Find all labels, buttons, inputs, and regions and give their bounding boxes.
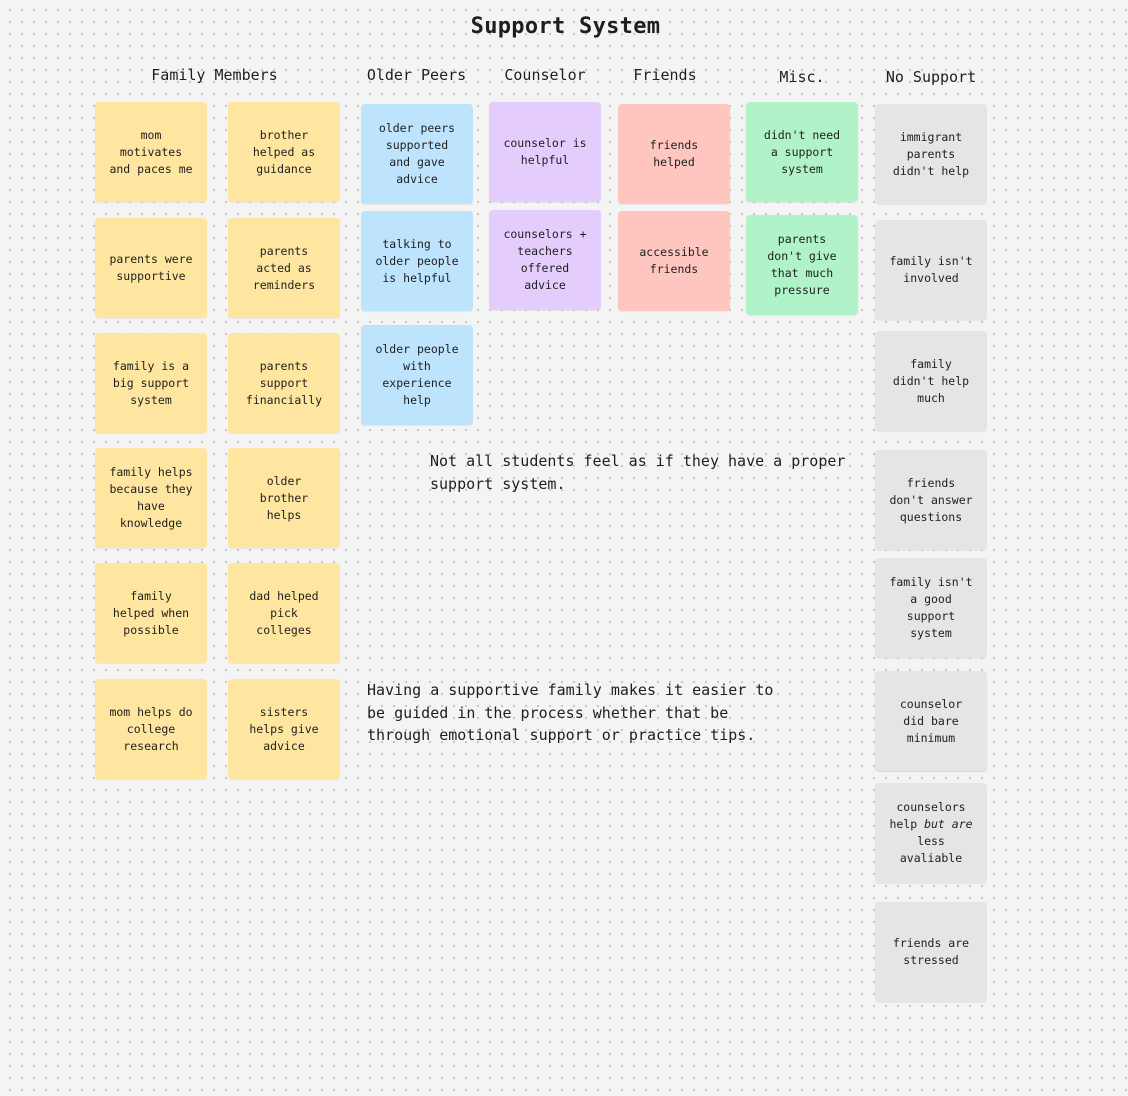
sticky-note-friends[interactable]: friends helped <box>618 104 730 204</box>
note-text-emphasis: but are <box>924 817 973 831</box>
sticky-note-older-peers[interactable]: older people with experience help <box>361 325 473 425</box>
board-title: Support System <box>470 14 661 39</box>
sticky-note-family[interactable]: mom motivates and paces me <box>95 102 207 202</box>
sticky-note-family[interactable]: older brother helps <box>228 448 340 548</box>
column-header-friends: Friends <box>633 66 697 84</box>
sticky-note-family[interactable]: mom helps do college research <box>95 679 207 779</box>
sticky-note-family[interactable]: family helped when possible <box>95 563 207 663</box>
sticky-note-no-support[interactable]: friends are stressed <box>875 902 987 1002</box>
sticky-note-no-support[interactable]: family didn't help much <box>875 331 987 431</box>
sticky-note-family[interactable]: sisters helps give advice <box>228 679 340 779</box>
sticky-note-no-support[interactable]: counselors help but are less avaliable <box>875 783 987 883</box>
sticky-note-family[interactable]: family is a big support system <box>95 333 207 433</box>
sticky-note-family[interactable]: parents were supportive <box>95 218 207 318</box>
sticky-note-misc[interactable]: didn't need a support system <box>746 102 858 202</box>
sticky-note-no-support[interactable]: friends don't answer questions <box>875 450 987 550</box>
sticky-note-older-peers[interactable]: talking to older people is helpful <box>361 211 473 311</box>
column-header-family-members: Family Members <box>151 66 278 84</box>
sticky-note-older-peers[interactable]: older peers supported and gave advice <box>361 104 473 204</box>
sticky-note-family[interactable]: brother helped as guidance <box>228 102 340 202</box>
column-header-older-peers: Older Peers <box>366 66 467 84</box>
note-text-part: counselors help <box>889 800 966 831</box>
column-header-misc: Misc. <box>779 68 825 86</box>
note-text-part: less avaliable <box>899 834 963 865</box>
sticky-note-no-support[interactable]: counselor did bare minimum <box>875 671 987 771</box>
sticky-note-family[interactable]: parents support financially <box>228 333 340 433</box>
sticky-note-counselor[interactable]: counselors + teachers offered advice <box>489 210 601 310</box>
sticky-note-no-support[interactable]: family isn't involved <box>875 220 987 320</box>
insight-text[interactable]: Not all students feel as if they have a … <box>430 452 846 493</box>
column-header-no-support: No Support <box>885 68 977 86</box>
sticky-note-family[interactable]: family helps because they have knowledge <box>95 448 207 548</box>
sticky-note-no-support[interactable]: immigrant parents didn't help <box>875 104 987 204</box>
sticky-note-counselor[interactable]: counselor is helpful <box>489 102 601 202</box>
insight-text[interactable]: Having a supportive family makes it easi… <box>367 681 774 744</box>
sticky-note-no-support[interactable]: family isn't a good support system <box>875 558 987 658</box>
sticky-note-family[interactable]: dad helped pick colleges <box>228 563 340 663</box>
sticky-note-friends[interactable]: accessible friends <box>618 211 730 311</box>
column-header-counselor: Counselor <box>504 66 586 84</box>
sticky-note-misc[interactable]: parents don't give that much pressure <box>746 215 858 315</box>
sticky-note-family[interactable]: parents acted as reminders <box>228 218 340 318</box>
